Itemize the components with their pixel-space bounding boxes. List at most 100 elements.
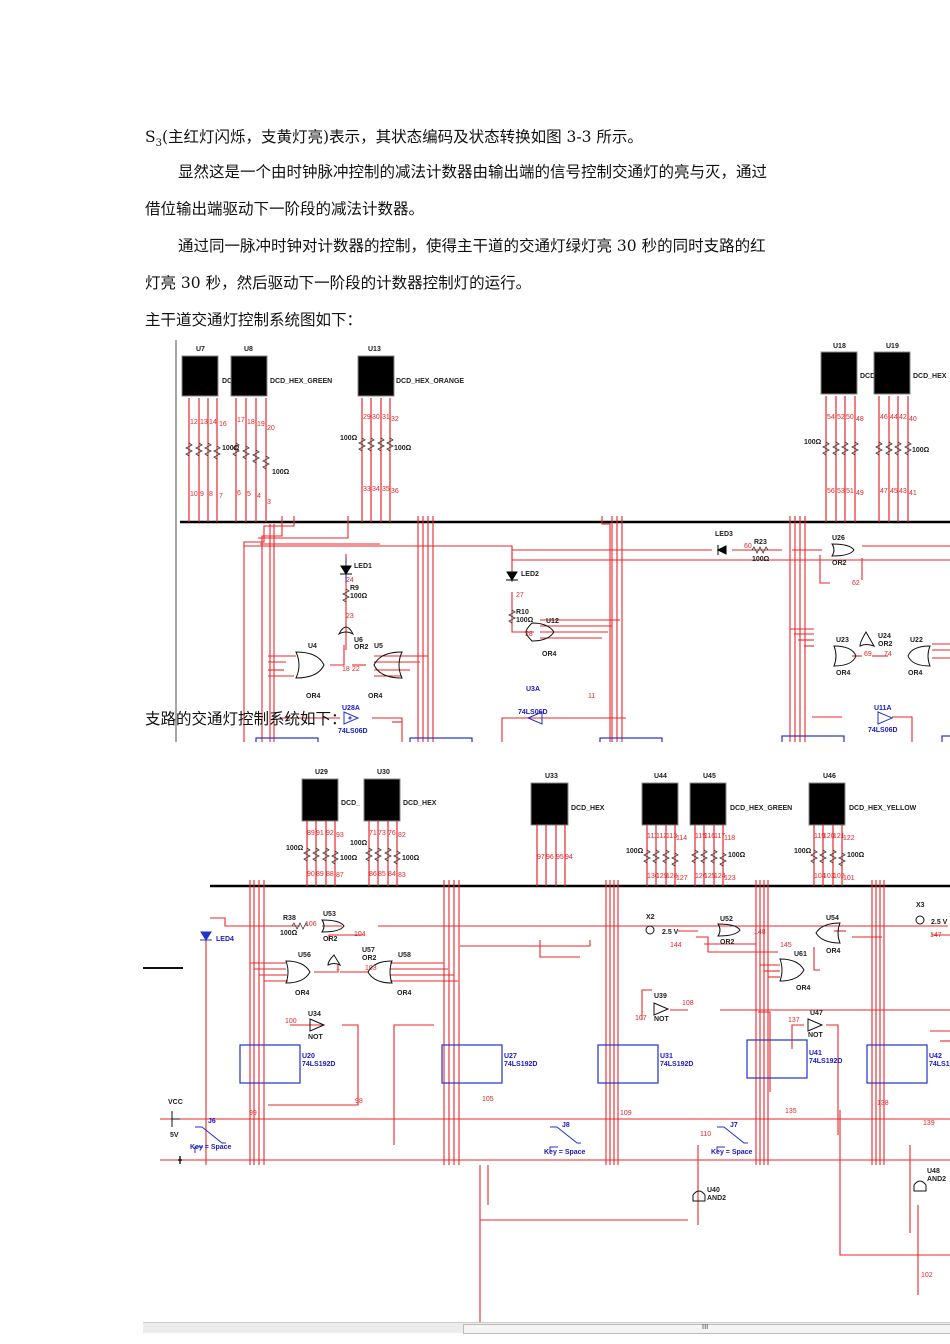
schematic-label: 114 bbox=[676, 835, 687, 842]
led1 bbox=[340, 558, 352, 582]
schematic-wire bbox=[822, 441, 830, 456]
schematic-label: 35 bbox=[382, 486, 390, 493]
display-u8: U8 DCD_HEX_GREEN bbox=[230, 346, 332, 397]
schematic-label: 100Ω bbox=[340, 435, 358, 442]
schematic-label: 100Ω bbox=[804, 439, 822, 446]
u48-and2-gate bbox=[913, 1180, 927, 1192]
schematic-label: 53 bbox=[837, 488, 845, 495]
schematic-label: OR2 bbox=[354, 644, 369, 651]
schematic-label: U48 bbox=[927, 1168, 940, 1175]
schematic-label: 100Ω bbox=[286, 845, 304, 852]
schematic-label: 40 bbox=[909, 416, 917, 423]
schematic-wire bbox=[252, 449, 260, 464]
schematic-label: 41 bbox=[909, 490, 917, 497]
schematic-label: 52 bbox=[837, 414, 845, 421]
u61-or4-gate bbox=[779, 958, 805, 982]
schematic-label: U12 bbox=[546, 618, 559, 625]
schematic-label: AND2 bbox=[707, 1195, 726, 1202]
schematic-label: 139 bbox=[923, 1120, 935, 1127]
r9-resistor bbox=[342, 588, 350, 603]
schematic-wire bbox=[327, 954, 342, 967]
schematic-label: 2.5 V bbox=[931, 919, 948, 926]
schematic-wire bbox=[779, 958, 805, 982]
schematic-wire bbox=[511, 592, 534, 633]
schematic-label: U13 bbox=[368, 346, 381, 353]
schematic-label: U4 bbox=[308, 643, 317, 650]
scrollbar-thumb[interactable]: III bbox=[463, 1323, 950, 1334]
schematic-label: NOT bbox=[808, 1032, 824, 1039]
schematic-label: 98 bbox=[355, 1098, 363, 1105]
led3 bbox=[716, 545, 727, 555]
scrollbar-grip-icon: III bbox=[702, 1323, 709, 1331]
schematic-wire bbox=[230, 355, 268, 397]
schematic-wire bbox=[866, 1044, 928, 1084]
schematic-wire bbox=[261, 516, 283, 742]
schematic-wire bbox=[781, 735, 845, 742]
schematic-label: AND2 bbox=[927, 1176, 946, 1183]
counter-chip-u42 bbox=[866, 1044, 928, 1084]
schematic-wire bbox=[348, 716, 352, 720]
schematic-label: 3 bbox=[267, 499, 271, 506]
paragraph-counter-desc-cont: 借位输出端驱动下一阶段的减法计数器。 bbox=[145, 200, 425, 218]
schematic-wire bbox=[643, 849, 651, 864]
schematic-label: 18 bbox=[247, 419, 255, 426]
schematic-label: 95 bbox=[556, 854, 564, 861]
horizontal-scrollbar[interactable]: III bbox=[143, 1322, 950, 1334]
schematic-label: 22 bbox=[352, 666, 360, 673]
paragraph-clock-control-cont: 灯亮 30 秒，然后驱动下一阶段的计数器控制灯的运行。 bbox=[145, 274, 532, 292]
schematic-label: 74LS192D bbox=[809, 1058, 842, 1065]
schematic-label: 126 bbox=[695, 873, 707, 880]
schematic-wire bbox=[384, 847, 392, 862]
schematic-wire bbox=[460, 940, 591, 947]
schematic-label: 122 bbox=[843, 835, 855, 842]
branch-road-schematic: U29 DCD_ U30 DCD_HEX U33 DCD_HEX U44 U45… bbox=[140, 755, 950, 1330]
schematic-label: U7 bbox=[196, 346, 205, 353]
schematic-label: 32 bbox=[391, 416, 399, 423]
schematic-wire bbox=[832, 441, 840, 456]
schematic-label: 10 bbox=[190, 491, 198, 498]
schematic-label: U19 bbox=[886, 343, 899, 350]
schematic-label: U42 bbox=[929, 1053, 942, 1060]
schematic-wire bbox=[808, 782, 846, 826]
schematic-label: 5V bbox=[170, 1132, 179, 1139]
schematic-label: 128 bbox=[666, 873, 678, 880]
schematic-wire bbox=[268, 1024, 359, 1106]
schematic-label: DCD_HEX bbox=[913, 373, 947, 380]
schematic-label: 18 bbox=[342, 666, 350, 673]
schematic-wire bbox=[181, 355, 219, 397]
resistor-array bbox=[185, 437, 912, 470]
paragraph-counter-desc: 显然这是一个由时钟脉冲控制的减法计数器由输出端的信号控制交通灯的亮与灭，通过 bbox=[178, 163, 768, 181]
schematic-wire bbox=[601, 516, 611, 742]
schematic-label: 29 bbox=[363, 414, 371, 421]
schematic-label: OR4 bbox=[368, 693, 383, 700]
schematic-wire bbox=[652, 849, 660, 864]
schematic-label: 8 bbox=[209, 491, 213, 498]
schematic-wire bbox=[931, 933, 950, 936]
schematic-label: 2.5 V bbox=[662, 929, 679, 936]
schematic-wire bbox=[689, 782, 727, 826]
schematic-label: U46 bbox=[823, 773, 836, 780]
schematic-wire bbox=[913, 1180, 927, 1192]
schematic-wire bbox=[641, 989, 652, 1020]
schematic-label: U6 bbox=[354, 637, 363, 644]
schematic-wire bbox=[244, 545, 950, 561]
schematic-label: 145 bbox=[780, 942, 792, 949]
led4 bbox=[200, 931, 212, 941]
schematic-label: NOT bbox=[654, 1016, 670, 1023]
schematic-label: U44 bbox=[654, 773, 667, 780]
schematic-label: 17 bbox=[237, 417, 245, 424]
u5-or4-gate bbox=[373, 651, 403, 679]
schematic-wire bbox=[258, 516, 349, 539]
schematic-label: OR4 bbox=[908, 670, 923, 677]
schematic-label: U47 bbox=[810, 1010, 823, 1017]
schematic-label: 100Ω bbox=[516, 617, 534, 624]
u11a-buffer bbox=[877, 711, 894, 725]
schematic-label: DCD_ bbox=[341, 800, 360, 807]
schematic-label: U5 bbox=[374, 643, 383, 650]
paragraph-clock-control: 通过同一脉冲时钟对计数器的控制，使得主干道的交通灯绿灯亮 30 秒的同时支路的红 bbox=[178, 237, 766, 255]
display-u30: U30 DCD_HEX bbox=[363, 769, 437, 822]
schematic-label: 1 bbox=[336, 965, 340, 972]
schematic-label: U22 bbox=[910, 637, 923, 644]
schematic-label: 74LS06D bbox=[338, 728, 368, 735]
